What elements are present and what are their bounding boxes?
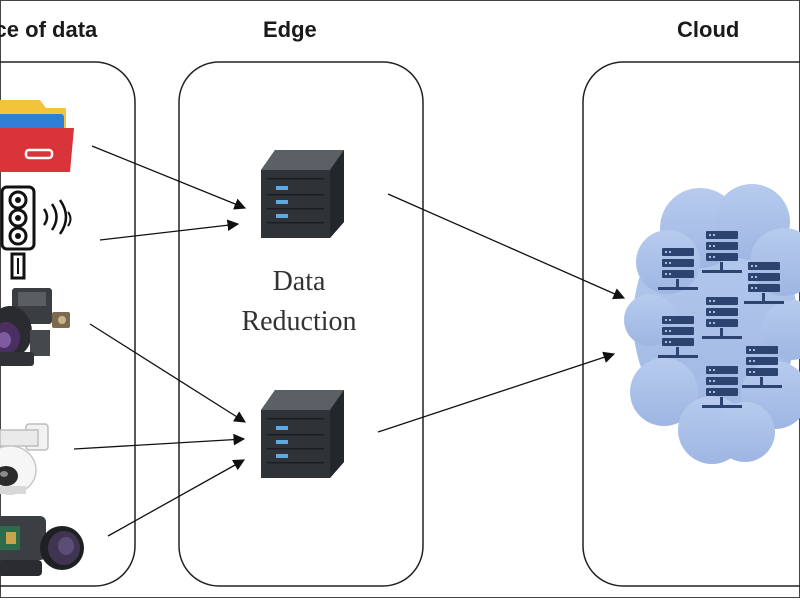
source-panel [0,61,136,587]
arrow-sensor-to-edge1 [99,219,240,241]
edge-heading: Edge [263,17,317,42]
arrow-folder-to-edge1 [91,145,247,210]
cloud-servers-icon [624,184,800,464]
folder-icon [0,100,74,172]
arrows [73,145,626,537]
arrow-thermal-to-edge2 [107,459,246,537]
dome-camera-icon [0,423,49,495]
server-icon [261,390,344,478]
cloud-heading: Cloud [677,17,740,42]
traffic-light-icon [0,185,72,280]
data-reduction-label-line2: Reduction [241,306,357,337]
arrow-gimbal-to-edge2 [89,323,246,423]
gimbal-camera-icon [0,288,70,366]
arrow-dome-to-edge2 [73,433,246,450]
arrow-edge1-to-cloud [387,193,626,300]
cloud-panel [582,61,800,587]
edge-panel [178,61,424,587]
data-reduction-label-line1: Data [272,266,326,297]
arrow-edge2-to-cloud [377,351,616,433]
server-icon [261,150,344,238]
source-of-data-heading: rce of data [0,17,98,42]
thermal-camera-icon [0,516,84,576]
